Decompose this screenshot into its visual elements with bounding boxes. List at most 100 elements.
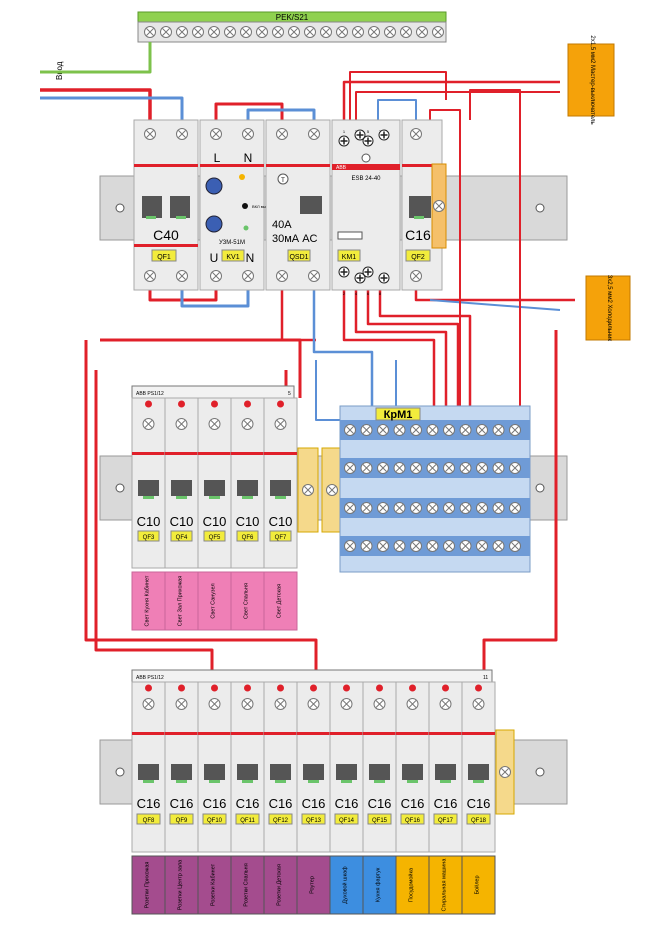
- qf2-tag: QF2: [411, 254, 425, 261]
- loop-right-2: [469, 89, 521, 540]
- breaker-description: Розетки Детская: [277, 864, 283, 906]
- breaker-rating: C16: [434, 796, 458, 811]
- row3-end-stop: [495, 729, 515, 815]
- cross-terminal: [443, 502, 455, 514]
- breaker-rating: C16: [401, 796, 425, 811]
- pe-bus-terminal: [144, 26, 156, 38]
- breaker-tag: QF18: [471, 818, 487, 824]
- km1-bottom-screw: [362, 266, 374, 278]
- cross-terminal: [476, 540, 488, 552]
- cross-terminal: [410, 462, 422, 474]
- cross-terminal: [360, 462, 373, 474]
- top-terminal: [308, 128, 320, 140]
- kv1-relay: L N ВКЛ выкл УЗМ-51М U N KV1: [199, 119, 271, 291]
- km1-top-screw: [378, 129, 390, 141]
- km1-tag: KM1: [342, 254, 357, 261]
- comb-bus-2-label: ABB PS1/12: [136, 675, 164, 681]
- bottom-terminal: [410, 270, 422, 282]
- qsd1-rating: 40A: [272, 219, 292, 231]
- cross-terminal: [426, 502, 439, 514]
- bottom-terminal: [144, 270, 156, 282]
- comb-bus-1-num: 5: [288, 391, 291, 397]
- top-terminal: [144, 128, 156, 140]
- pe-bus-terminal: [192, 26, 204, 38]
- comb-bus-1-label: ABB PS1/12: [136, 391, 164, 397]
- breaker-description: Розетки Прихожая: [145, 862, 151, 909]
- breaker-description: Свет Зал Прихожая: [178, 576, 184, 626]
- breaker-top-terminal: [175, 418, 188, 430]
- breaker-tag: QF7: [275, 535, 287, 541]
- cross-terminal: [459, 462, 472, 474]
- qf1-n-wire: [180, 290, 250, 308]
- cross-terminal: [443, 540, 455, 552]
- pe-bus-terminal: [272, 26, 284, 38]
- pe-bus-terminal: [416, 26, 428, 38]
- cross-terminal: [459, 502, 472, 514]
- km1-term-bot-label: 4: [355, 291, 358, 296]
- breaker-tag: QF6: [242, 535, 254, 541]
- pe-bus-terminal: [160, 26, 172, 38]
- kv1-tag: KV1: [226, 254, 239, 261]
- pe-bus-terminal: [320, 26, 332, 38]
- breaker-description: Роутер: [310, 876, 316, 894]
- qf1-breaker: C40 QF1: [133, 119, 199, 291]
- cross-terminal: [476, 462, 488, 474]
- pe-bus-terminal: [432, 26, 444, 38]
- kv1-mark: ВКЛ выкл: [252, 204, 271, 209]
- breaker-top-terminal: [439, 698, 452, 710]
- pe-bus-terminal: [224, 26, 236, 38]
- row2-end-stops: [297, 447, 343, 533]
- fridge-n-wire: [429, 299, 561, 311]
- cross-terminal: [509, 540, 521, 552]
- switch-wire-2: [355, 91, 560, 120]
- breaker-tag: QF9: [176, 818, 188, 824]
- switch-tag: 2х1,5 мм2 Мастер-выключатель: [567, 35, 615, 125]
- cross-terminal: [393, 540, 406, 552]
- breaker-top-terminal: [175, 698, 188, 710]
- km1-term-bot-label: 2: [343, 291, 346, 296]
- breaker-rating: C16: [302, 796, 326, 811]
- cross-terminal: [410, 502, 422, 514]
- km1-term-bot-label: 6: [367, 291, 370, 296]
- km1-bottom-screw: [338, 266, 350, 278]
- cross-terminal: [492, 502, 505, 514]
- cross-terminal: [492, 424, 505, 436]
- breaker-description: Свет Кухня Кабинет: [145, 575, 151, 626]
- breaker-description: Свет Спальня: [244, 583, 250, 619]
- breaker-top-terminal: [208, 698, 221, 710]
- cross-terminal: [393, 502, 406, 514]
- km1-term-top-label: 5: [367, 129, 370, 134]
- cross-terminal: [459, 540, 472, 552]
- fridge-wire: [414, 290, 575, 302]
- cross-terminal: [360, 424, 373, 436]
- cross-module: КрМ1: [339, 405, 531, 573]
- top-terminal: [242, 128, 254, 140]
- breaker-rating: C16: [170, 796, 194, 811]
- cross-terminal: [410, 424, 422, 436]
- loop-top: [349, 71, 447, 120]
- qsd1-tag: QSD1: [289, 254, 308, 261]
- pe-bus-terminal: [208, 26, 220, 38]
- breaker-rating: C10: [170, 514, 194, 529]
- breaker-tag: QF11: [240, 818, 255, 824]
- kv1-L: L: [214, 151, 221, 165]
- km1-term-bot-label: 8: [379, 291, 382, 296]
- breaker-top-terminal: [142, 418, 155, 430]
- cross-terminal: [426, 462, 439, 474]
- cross-terminal: [426, 424, 439, 436]
- switch-wire: [342, 80, 560, 120]
- breaker-rating: C16: [269, 796, 293, 811]
- pe-bus-terminal: [240, 26, 252, 38]
- qf2-n-wire: [377, 99, 417, 120]
- breaker-top-terminal: [472, 698, 485, 710]
- breaker-rating: C16: [137, 796, 161, 811]
- breaker-description: Стиральная машина: [442, 858, 448, 912]
